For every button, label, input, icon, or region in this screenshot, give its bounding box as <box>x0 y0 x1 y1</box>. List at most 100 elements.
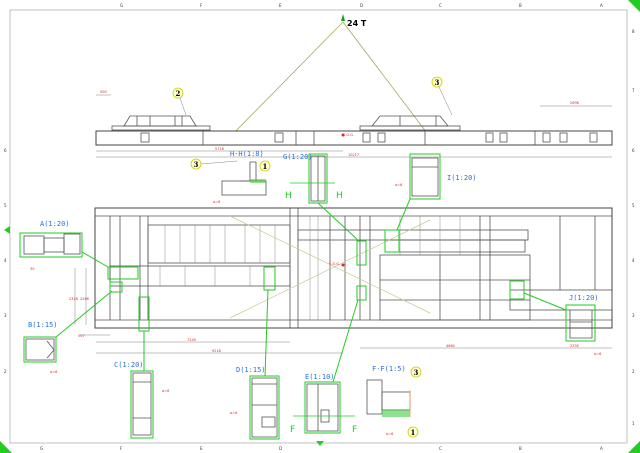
balloon <box>190 158 202 170</box>
balloon <box>407 426 419 438</box>
corner-marker-icon <box>628 0 640 12</box>
balloon-number: 3 <box>435 78 440 87</box>
zone-col: D <box>279 446 282 451</box>
balloon-number: 2 <box>176 89 181 98</box>
detail-d: D(1:15) a=6 <box>230 366 280 440</box>
weld-note: a=6 <box>395 183 402 187</box>
section-marker-h: H <box>336 191 343 201</box>
view-label-d: D(1:15) <box>236 366 266 374</box>
view-label-a: A(1:20) <box>40 220 70 228</box>
dimension: 30 <box>30 267 34 271</box>
lift-weight-label: 24 T <box>347 19 367 28</box>
balloon-number: 3 <box>194 160 199 169</box>
cog-diagonal <box>229 215 431 314</box>
balloon-number: 3 <box>414 368 419 377</box>
weld-note: a=6 <box>386 432 393 436</box>
detail-j: J(1:20) a=6 <box>565 294 601 356</box>
detail-hh: H-H(1:8) 3 1 a=6 <box>190 150 271 204</box>
zone-col: B <box>519 446 522 451</box>
zone-col: D <box>360 3 363 8</box>
zone-row: 6 <box>4 148 7 153</box>
plan-outer-frame <box>94 207 613 329</box>
dimension: 2326 <box>69 297 78 301</box>
zone-columns: G F E D C B A G F E D C B A <box>40 3 603 451</box>
zone-col: F <box>200 3 203 8</box>
section-marker-h: H <box>285 191 292 201</box>
zone-row: 3 <box>632 313 635 318</box>
sling-left <box>224 21 344 143</box>
zone-col: B <box>519 3 522 8</box>
view-label-ff: F-F(1:5) <box>372 365 406 373</box>
upper-frame-left <box>111 115 211 131</box>
sling-right <box>342 21 431 138</box>
dimension: 7249 <box>187 338 196 342</box>
detail-e: E(1:10) F F <box>290 373 357 435</box>
dimension: 10217 <box>348 153 359 157</box>
weld-note: a=6 <box>213 200 220 204</box>
dimension: 4660 <box>446 344 455 348</box>
dimension: 9218 <box>212 349 221 353</box>
weld-note: a=6 <box>162 389 169 393</box>
zone-col: G <box>40 446 43 451</box>
zone-row: 3 <box>4 313 7 318</box>
view-label-j: J(1:20) <box>569 294 599 302</box>
balloon-number: 1 <box>263 162 268 171</box>
dimension: 2696 <box>570 101 579 105</box>
zone-row: 8 <box>632 29 635 34</box>
weld-note: a=6 <box>594 352 601 356</box>
zone-row: 7 <box>632 88 635 93</box>
dimension: 2335 <box>570 344 579 348</box>
view-label-g: G(1:20) <box>283 153 313 161</box>
corner-marker-icon <box>0 441 12 453</box>
balloon-number: 1 <box>411 428 416 437</box>
corner-marker-icon <box>628 441 640 453</box>
dimension: 2266 <box>80 297 89 301</box>
zone-row: 5 <box>632 203 635 208</box>
cog-marker-icon <box>341 133 345 137</box>
dimension: 5718 <box>215 147 224 151</box>
zone-row: 4 <box>4 258 7 263</box>
center-marker-icon <box>4 226 10 234</box>
view-label-hh: H-H(1:8) <box>230 150 264 158</box>
upper-frame-right <box>359 115 461 131</box>
view-label-b: B(1:15) <box>28 321 58 329</box>
detail-g: G(1:20) H H <box>283 153 343 204</box>
elevation-view: 24 T C.O.G. 500 26 <box>95 14 613 158</box>
balloon <box>172 87 184 99</box>
view-label-e: E(1:10) <box>305 373 335 381</box>
plan-view: C.O.G. 2326 2266 507 7249 9218 4660 2335 <box>55 198 613 383</box>
cog-marker-icon <box>341 263 345 267</box>
zone-col: C <box>439 3 442 8</box>
detail-a: A(1:20) 30 <box>19 220 83 271</box>
balloon <box>431 76 443 88</box>
zone-rows: 8 7 6 5 4 3 2 1 6 5 4 3 2 <box>4 29 635 426</box>
dimension: 507 <box>78 334 85 338</box>
zone-row: 2 <box>632 369 635 374</box>
detail-b: B(1:15) a=6 <box>23 321 58 374</box>
detail-c: C(1:20) a=6 <box>114 361 169 439</box>
balloon <box>259 160 271 172</box>
zone-col: C <box>439 446 442 451</box>
section-marker-f: F <box>290 425 295 435</box>
zone-col: E <box>279 3 282 8</box>
zone-row: 4 <box>632 258 635 263</box>
zone-row: 1 <box>632 421 635 426</box>
zone-col: A <box>600 3 603 8</box>
zone-row: 6 <box>632 148 635 153</box>
zone-row: 2 <box>4 369 7 374</box>
balloon <box>410 366 422 378</box>
dimension: 500 <box>100 90 107 94</box>
zone-col: F <box>120 446 123 451</box>
cog-label: C.O.G. <box>343 133 354 137</box>
weld-note: a=6 <box>230 411 237 415</box>
cog-label: C.O.G. <box>329 262 340 266</box>
detail-i: I(1:20) a=6 <box>395 153 477 200</box>
view-label-i: I(1:20) <box>447 174 477 182</box>
view-label-c: C(1:20) <box>114 361 144 369</box>
detail-ff: F-F(1:5) 3 1 a=6 <box>366 365 422 438</box>
zone-col: E <box>200 446 203 451</box>
zone-col: G <box>120 3 123 8</box>
main-beam <box>95 130 613 146</box>
center-marker-icon <box>316 441 324 446</box>
